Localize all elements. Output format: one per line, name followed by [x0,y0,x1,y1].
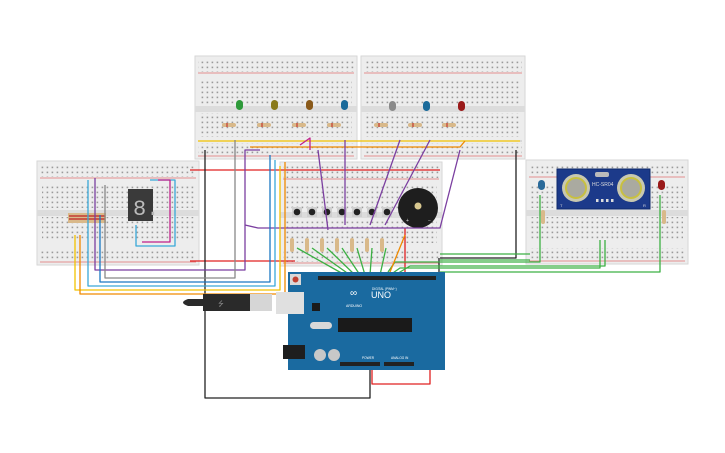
sensor-pin-t: T [560,203,563,208]
led-red[interactable] [458,101,465,111]
arduino-infinity-logo: ∞ [350,288,357,299]
arduino-brand: ARDUINO [346,304,362,308]
analog-label: ANALOG IN [391,356,409,360]
push-buttons[interactable] [292,207,392,217]
resistor-array-center [290,210,666,252]
buzzer-plus: + [406,218,409,224]
ultrasonic-sensor[interactable]: HC-SR04 T R [556,168,651,210]
digital-label: DIGITAL (PWM~) [372,287,397,291]
seven-segment-display[interactable]: 8. [128,189,159,222]
arduino-uno-label: UNO [371,290,391,300]
resistor-array-left [68,213,106,223]
buzzer-minus: − [428,218,431,224]
led-olive[interactable] [271,100,278,110]
usb-cable[interactable]: ⭍ [183,294,272,311]
sensor-name: HC-SR04 [592,182,614,188]
breadboard-top-right[interactable] [360,55,526,160]
breadboard-left[interactable] [36,160,200,266]
led-blue-right[interactable] [538,180,545,190]
led-blue-2[interactable] [423,101,430,111]
resistor-row-top [222,123,456,127]
usb-icon: ⭍ [218,300,224,308]
seven-segment-digit: 8. [133,197,159,222]
piezo-buzzer[interactable]: + − [398,188,438,228]
led-gray[interactable] [389,101,396,111]
led-red-right[interactable] [658,180,665,190]
resistor-bands-top [226,123,448,127]
led-green[interactable] [236,100,243,110]
power-label: POWER [362,356,375,360]
arduino-uno[interactable]: ∞ UNO ARDUINO DIGITAL (PWM~) POWER ANALO… [276,272,445,370]
wires[interactable] [74,137,661,399]
led-brown[interactable] [306,100,313,110]
led-blue[interactable] [341,100,348,110]
sensor-pin-r: R [643,203,646,208]
